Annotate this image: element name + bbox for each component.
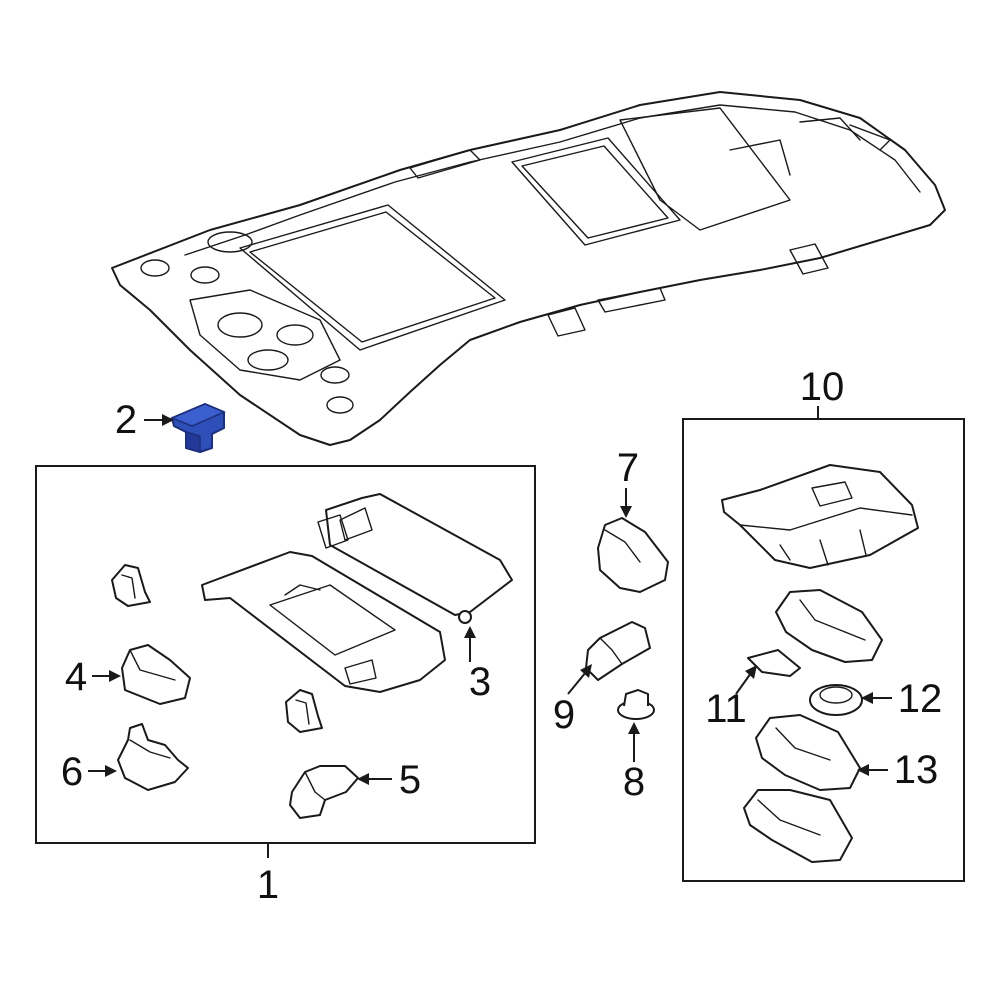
part-5-visor-hook [289,765,359,819]
part-7-map-lamp-lens [597,517,669,593]
sun-visor-lower [201,551,446,693]
callout-8: 8 [623,760,645,804]
visor-clip-middle [285,689,323,733]
part-8-plug [617,689,655,720]
part-13-lamp-housing [755,714,861,791]
group-box-10 [682,418,965,882]
callout-9: 9 [553,693,575,737]
sun-visor-upper [317,493,513,624]
console-cover [743,789,853,863]
part-11-lens [747,649,801,677]
group-box-1 [35,465,536,844]
part-6-visor-holder [117,723,189,791]
callout-arrows [88,406,892,858]
callout-12: 12 [898,677,943,721]
callout-11: 11 [705,687,747,731]
callout-1: 1 [257,863,279,907]
part-10-overhead-console [721,464,919,569]
console-housing [775,589,883,663]
callout-13: 13 [894,748,939,792]
part-12-button [809,684,863,716]
callout-10: 10 [800,365,845,409]
callout-2: 2 [115,398,137,442]
headliner-panel [111,91,946,446]
part-9-bracket [585,621,651,681]
callout-4: 4 [65,655,87,699]
callout-5: 5 [399,758,421,802]
callout-3: 3 [469,660,491,704]
part-4-visor-bracket [121,644,191,705]
visor-clip-top-left [111,564,151,607]
callout-7: 7 [617,446,639,490]
callout-6: 6 [61,750,83,794]
part-2-highlighted-clip [170,403,226,453]
